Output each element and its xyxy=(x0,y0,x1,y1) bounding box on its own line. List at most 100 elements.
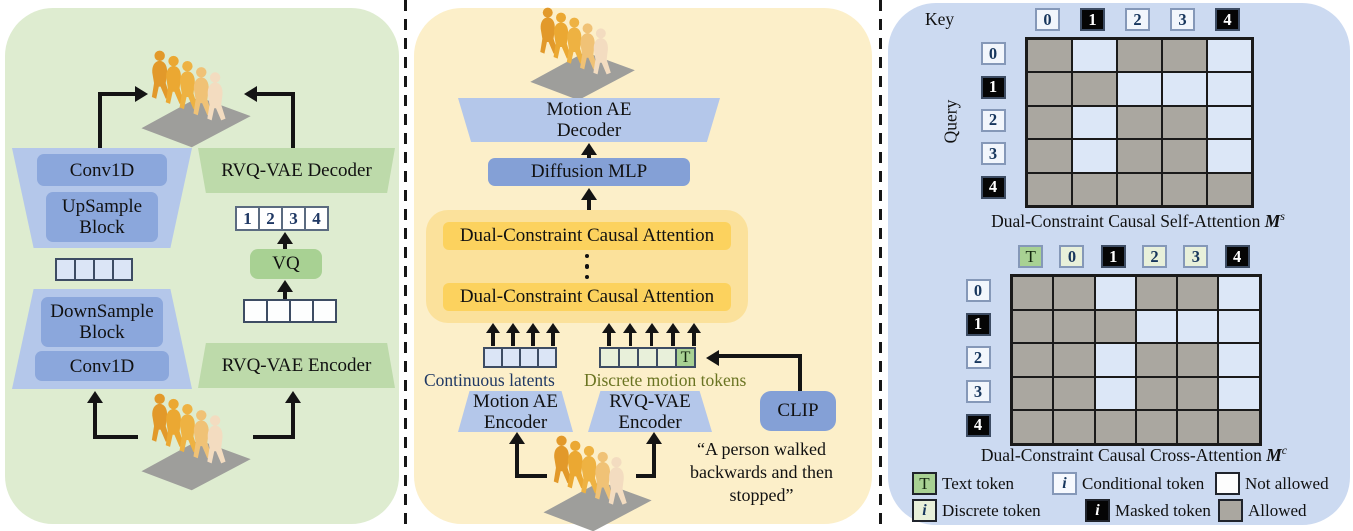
arrow-head-up xyxy=(87,391,103,403)
masked-token-4: 4 xyxy=(980,175,1006,199)
legend-label: Allowed xyxy=(1248,500,1307,520)
text-token-T: T xyxy=(1018,245,1044,268)
cross-caption-text: Dual-Constraint Causal Cross-Attention xyxy=(980,444,1262,465)
upsample-block-label: UpSample Block xyxy=(61,196,143,238)
rvq-vae-encoder-line2: Encoder xyxy=(618,411,682,433)
not-allowed-cell-q2-k4 xyxy=(1207,105,1252,140)
not-allowed-cell-q1-k4 xyxy=(1207,72,1252,106)
self-attention-caption: Dual-Constraint Causal Self-Attention Ms xyxy=(943,209,1333,232)
not-allowed-cell-q1-k3 xyxy=(1162,72,1207,106)
allowed-cell-q2-k4 xyxy=(1177,343,1219,377)
legend-swatch-conditional: i xyxy=(1052,472,1077,495)
allowed-cell-q4-k4 xyxy=(1207,172,1252,206)
masked-token-1: 1 xyxy=(1100,245,1126,268)
rvq-vae-encoder-trapezoid: RVQ-VAE Encoder xyxy=(198,343,395,388)
plain-cell xyxy=(266,299,291,323)
discrete-cell xyxy=(637,347,658,368)
motion-figures-bottom-middle xyxy=(540,430,656,531)
up-arrow xyxy=(620,323,640,346)
conditional-token-0: 0 xyxy=(980,42,1006,66)
allowed-cell-q4-k2 xyxy=(1117,172,1162,206)
conditional-token-3: 3 xyxy=(1170,8,1195,31)
continuous-cell xyxy=(112,258,133,281)
motion-figures-bottom-left xyxy=(138,388,255,492)
allowed-cell-q1-k2 xyxy=(1094,309,1136,344)
allowed-cell-q2-k0 xyxy=(1012,343,1054,377)
rvq-vae-panel: Conv1D UpSample Block DownSample Block C… xyxy=(5,8,399,524)
self-caption-text: Dual-Constraint Causal Self-Attention xyxy=(991,210,1261,231)
arrow-head-up xyxy=(509,432,525,444)
allowed-cell-q2-k3 xyxy=(1162,105,1207,140)
allowed-cell-q4-k5 xyxy=(1218,410,1260,444)
not-allowed-cell-q1-k4 xyxy=(1177,309,1219,344)
mask-grid xyxy=(1010,274,1262,446)
diffusion-pipeline-panel: Motion AE Decoder Diffusion MLP Dual-Con… xyxy=(414,8,872,524)
legend-label: Not allowed xyxy=(1245,473,1329,493)
conv1d-top-label: Conv1D xyxy=(69,159,135,181)
allowed-cell-q4-k4 xyxy=(1177,410,1219,444)
vq-label: VQ xyxy=(272,253,300,274)
not-allowed-cell-q1-k5 xyxy=(1218,309,1260,344)
attention-stack-container: Dual-Constraint Causal Attention Dual-Co… xyxy=(426,210,748,323)
not-allowed-cell-q0-k2 xyxy=(1094,276,1136,310)
rvq-vae-encoder-trapezoid-middle: RVQ-VAE Encoder xyxy=(588,391,712,432)
arrow-head-up xyxy=(277,280,293,292)
downsample-block-label: DownSample Block xyxy=(50,301,154,343)
attention-label-top: Dual-Constraint Causal Attention xyxy=(459,225,715,246)
motion-ae-decoder-trapezoid: Motion AE Decoder xyxy=(458,98,720,142)
arrow-line xyxy=(587,153,591,158)
vq-box: VQ xyxy=(250,249,322,279)
dual-constraint-attention-box-top: Dual-Constraint Causal Attention xyxy=(443,222,731,250)
arrow-line xyxy=(515,442,519,478)
legend-swatch-discrete: i xyxy=(912,499,937,522)
continuous-cell xyxy=(93,258,114,281)
legend-swatch-masked: i xyxy=(1085,499,1110,522)
allowed-cell-q4-k3 xyxy=(1162,172,1207,206)
prompt-line-2: backwards and then xyxy=(690,462,833,482)
masked-token-1: 1 xyxy=(980,75,1006,99)
up-arrow xyxy=(483,323,503,346)
allowed-cell-q4-k3 xyxy=(1135,410,1178,444)
allowed-cell-q0-k1 xyxy=(1053,276,1095,310)
cross-caption-superscript: c xyxy=(1281,443,1288,457)
not-allowed-cell-q2-k5 xyxy=(1218,343,1260,377)
legend-label: Masked token xyxy=(1115,500,1211,520)
continuous-latent-cells xyxy=(483,347,557,368)
up-arrow xyxy=(599,323,619,346)
diffusion-mlp-box: Diffusion MLP xyxy=(488,158,690,186)
arrow-head-up xyxy=(581,143,597,155)
masked-token-1: 1 xyxy=(965,312,991,336)
text-token-cell: T xyxy=(675,347,696,368)
diffusion-mlp-label: Diffusion MLP xyxy=(530,161,648,182)
up-arrow xyxy=(503,323,523,346)
motion-ae-decoder-line1: Motion AE xyxy=(546,99,632,120)
up-arrow xyxy=(523,323,543,346)
arrow-line xyxy=(257,92,295,96)
conditional-token-3: 3 xyxy=(980,142,1006,166)
token-cell-2: 2 xyxy=(258,206,283,231)
allowed-cell-q0-k0 xyxy=(1027,39,1072,73)
conv1d-bottom-box: Conv1D xyxy=(35,351,169,381)
allowed-cell-q2-k1 xyxy=(1053,343,1095,377)
discrete-motion-token-cells: T xyxy=(599,347,696,368)
not-allowed-cell-q0-k5 xyxy=(1218,276,1260,310)
plain-cell xyxy=(289,299,314,323)
arrow-line xyxy=(718,354,802,358)
continuous-cell xyxy=(501,347,521,368)
arrow-line xyxy=(253,435,295,439)
rvq-vae-encoder-line1: RVQ-VAE xyxy=(609,390,691,412)
encoder-stack-trapezoid: DownSample Block Conv1D xyxy=(12,289,192,389)
allowed-cell-q1-k1 xyxy=(1072,72,1117,106)
legend-swatch-text: T xyxy=(912,472,937,495)
arrow-head-up xyxy=(277,232,293,244)
masked-token-1: 1 xyxy=(1080,8,1105,31)
legend-label: Discrete token xyxy=(942,500,1041,520)
up-arrow xyxy=(684,323,704,346)
continuous-cell xyxy=(519,347,539,368)
